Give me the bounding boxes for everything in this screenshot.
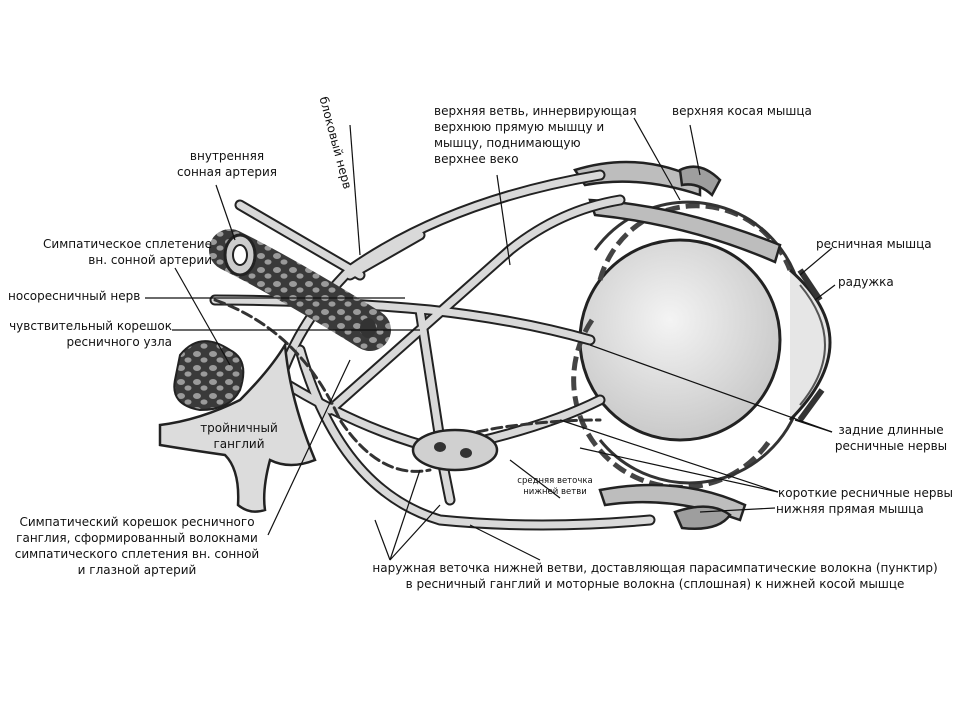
muscles [573, 160, 782, 530]
leader-lines [145, 117, 836, 561]
label-ciliary-muscle: ресничная мышца [816, 237, 932, 251]
eyeball [571, 200, 802, 490]
label-short-ciliary-nerves: короткие ресничные нервы [778, 486, 954, 500]
ciliary-ganglion [411, 428, 499, 472]
label-nasociliary-nerve: носоресничный нерв [8, 289, 141, 303]
carotid-artery [209, 229, 391, 351]
label-sensory-root: чувствительный корешок ресничного узла [9, 319, 172, 349]
label-sympathetic-plexus: Симпатическое сплетение вн. сонной артер… [43, 237, 212, 267]
label-middle-branch: средняя веточка нижней ветви [517, 476, 593, 497]
label-internal-carotid: внутренняя сонная артерия [177, 149, 277, 179]
label-superior-oblique: верхняя косая мышца [672, 104, 812, 118]
label-iris: радужка [838, 275, 894, 289]
label-long-ciliary-nerves: задние длинные ресничные нервы [834, 423, 948, 453]
label-sympathetic-root: Симпатический корешок ресничного ганглия… [14, 515, 260, 577]
label-trigeminal-ganglion: тройничный ганглий [200, 421, 278, 451]
label-inferior-rectus: нижняя прямая мышца [776, 502, 924, 516]
cornea [788, 268, 832, 422]
label-outer-branch: наружная веточка нижней ветви, доставляю… [372, 561, 938, 591]
label-superior-branch: верхняя ветвь, иннервирующая верхнюю пря… [434, 104, 637, 166]
